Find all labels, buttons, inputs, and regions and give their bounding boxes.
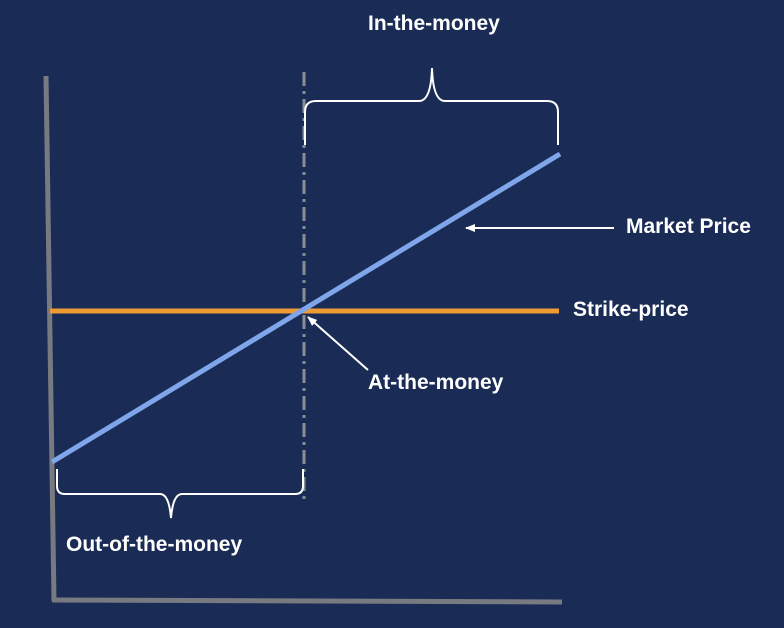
in-the-money-label: In-the-money: [368, 12, 500, 35]
strike-price-label: Strike-price: [573, 298, 689, 321]
x-axis: [51, 597, 563, 605]
out-of-the-money-label: Out-of-the-money: [66, 533, 243, 556]
out-of-the-money-brace: [56, 469, 304, 519]
at-the-money-label: At-the-money: [368, 371, 504, 394]
y-axis: [43, 75, 57, 602]
market-price-line: [50, 151, 562, 465]
at-the-money-arrow: [307, 316, 369, 371]
in-the-money-brace: [304, 67, 559, 145]
market-price-label: Market Price: [626, 215, 751, 238]
